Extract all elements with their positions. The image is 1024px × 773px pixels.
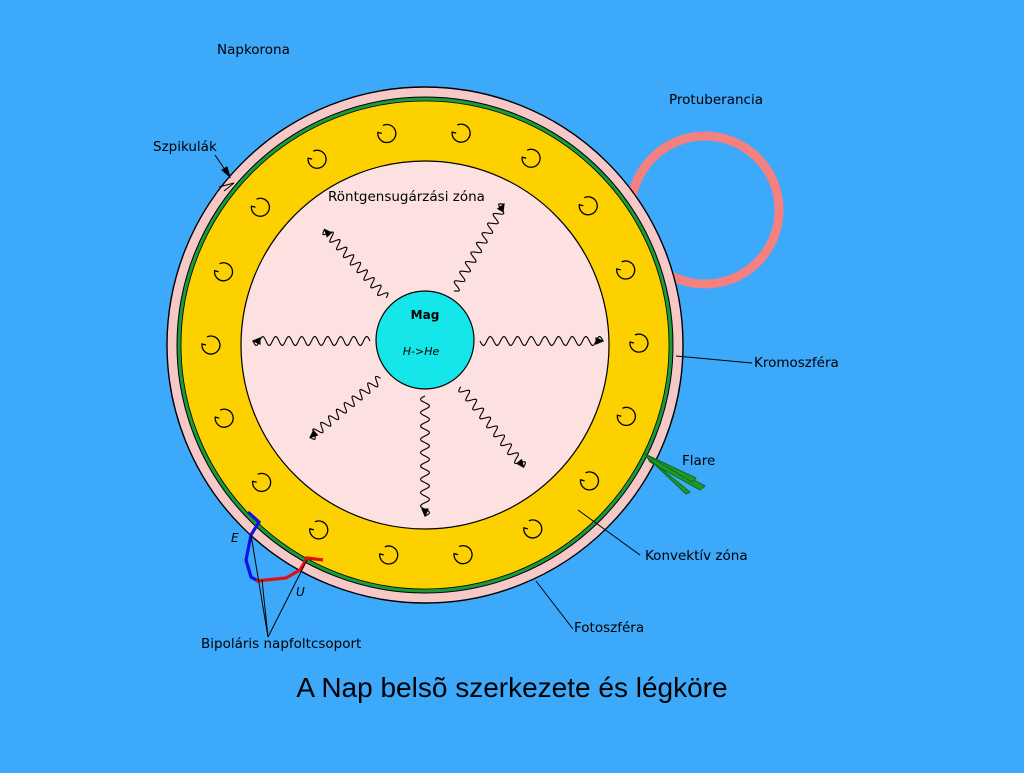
flare-icon xyxy=(643,452,706,495)
radiation-wave xyxy=(419,395,431,517)
convective-zone-label: Konvektív zóna xyxy=(645,548,748,564)
radiation-arrowhead xyxy=(496,203,505,213)
flare-label: Flare xyxy=(682,453,715,469)
radiation-wave xyxy=(309,375,381,440)
radiation-arrowhead xyxy=(421,508,429,518)
radiation-waves xyxy=(251,203,605,518)
radiation-wave xyxy=(458,386,526,468)
convection-cell xyxy=(453,545,473,565)
corona-label: Napkorona xyxy=(217,42,290,58)
convection-cell xyxy=(252,472,272,492)
radiation-arrowhead xyxy=(251,337,261,345)
sunspot-loop-e xyxy=(244,510,262,583)
slide-caption: A Nap belsõ szerkezete és légköre xyxy=(296,672,728,703)
radiative-zone-label: Röntgensugárzási zóna xyxy=(328,189,485,205)
convection-cell xyxy=(451,123,471,143)
convection-cell xyxy=(616,260,636,280)
core-label: Mag xyxy=(411,308,440,322)
radiation-arrowhead xyxy=(515,458,525,469)
convection-cell xyxy=(213,262,234,282)
core xyxy=(375,290,475,390)
convection-cell xyxy=(250,197,270,217)
core-reaction-label: H->He xyxy=(403,345,440,358)
radiation-wave xyxy=(252,335,371,347)
convection-cell xyxy=(523,519,543,539)
radiation-wave xyxy=(453,203,505,292)
convection-cell xyxy=(616,406,636,426)
chromosphere-label: Kromoszféra xyxy=(754,355,839,371)
pole-e-label: E xyxy=(231,531,239,545)
convection-cell xyxy=(309,520,329,540)
leader-lines xyxy=(214,154,753,638)
convection-cell xyxy=(521,148,541,168)
radiation-arrowhead xyxy=(309,429,319,439)
convection-cell xyxy=(307,149,327,169)
convection-cell xyxy=(579,471,600,491)
convection-cell xyxy=(214,408,234,428)
convection-cell xyxy=(629,333,649,353)
radiation-arrowhead xyxy=(323,228,333,238)
sunspot-loop-u xyxy=(255,556,324,583)
bipolar-sunspot-group-label: Bipoláris napfoltcsoport xyxy=(201,636,361,652)
convection-cell xyxy=(578,196,598,216)
convection-cells xyxy=(201,123,649,565)
convection-cell xyxy=(379,545,399,565)
radiation-wave xyxy=(322,229,389,299)
spicules-label: Szpikulák xyxy=(153,139,217,155)
pole-u-label: U xyxy=(296,585,305,599)
radiation-arrowhead xyxy=(595,337,605,345)
radiation-wave xyxy=(479,335,604,347)
photosphere-label: Fotoszféra xyxy=(574,620,644,636)
convection-cell xyxy=(377,123,397,144)
convection-cell xyxy=(201,335,221,355)
prominence-label: Protuberancia xyxy=(669,92,763,108)
